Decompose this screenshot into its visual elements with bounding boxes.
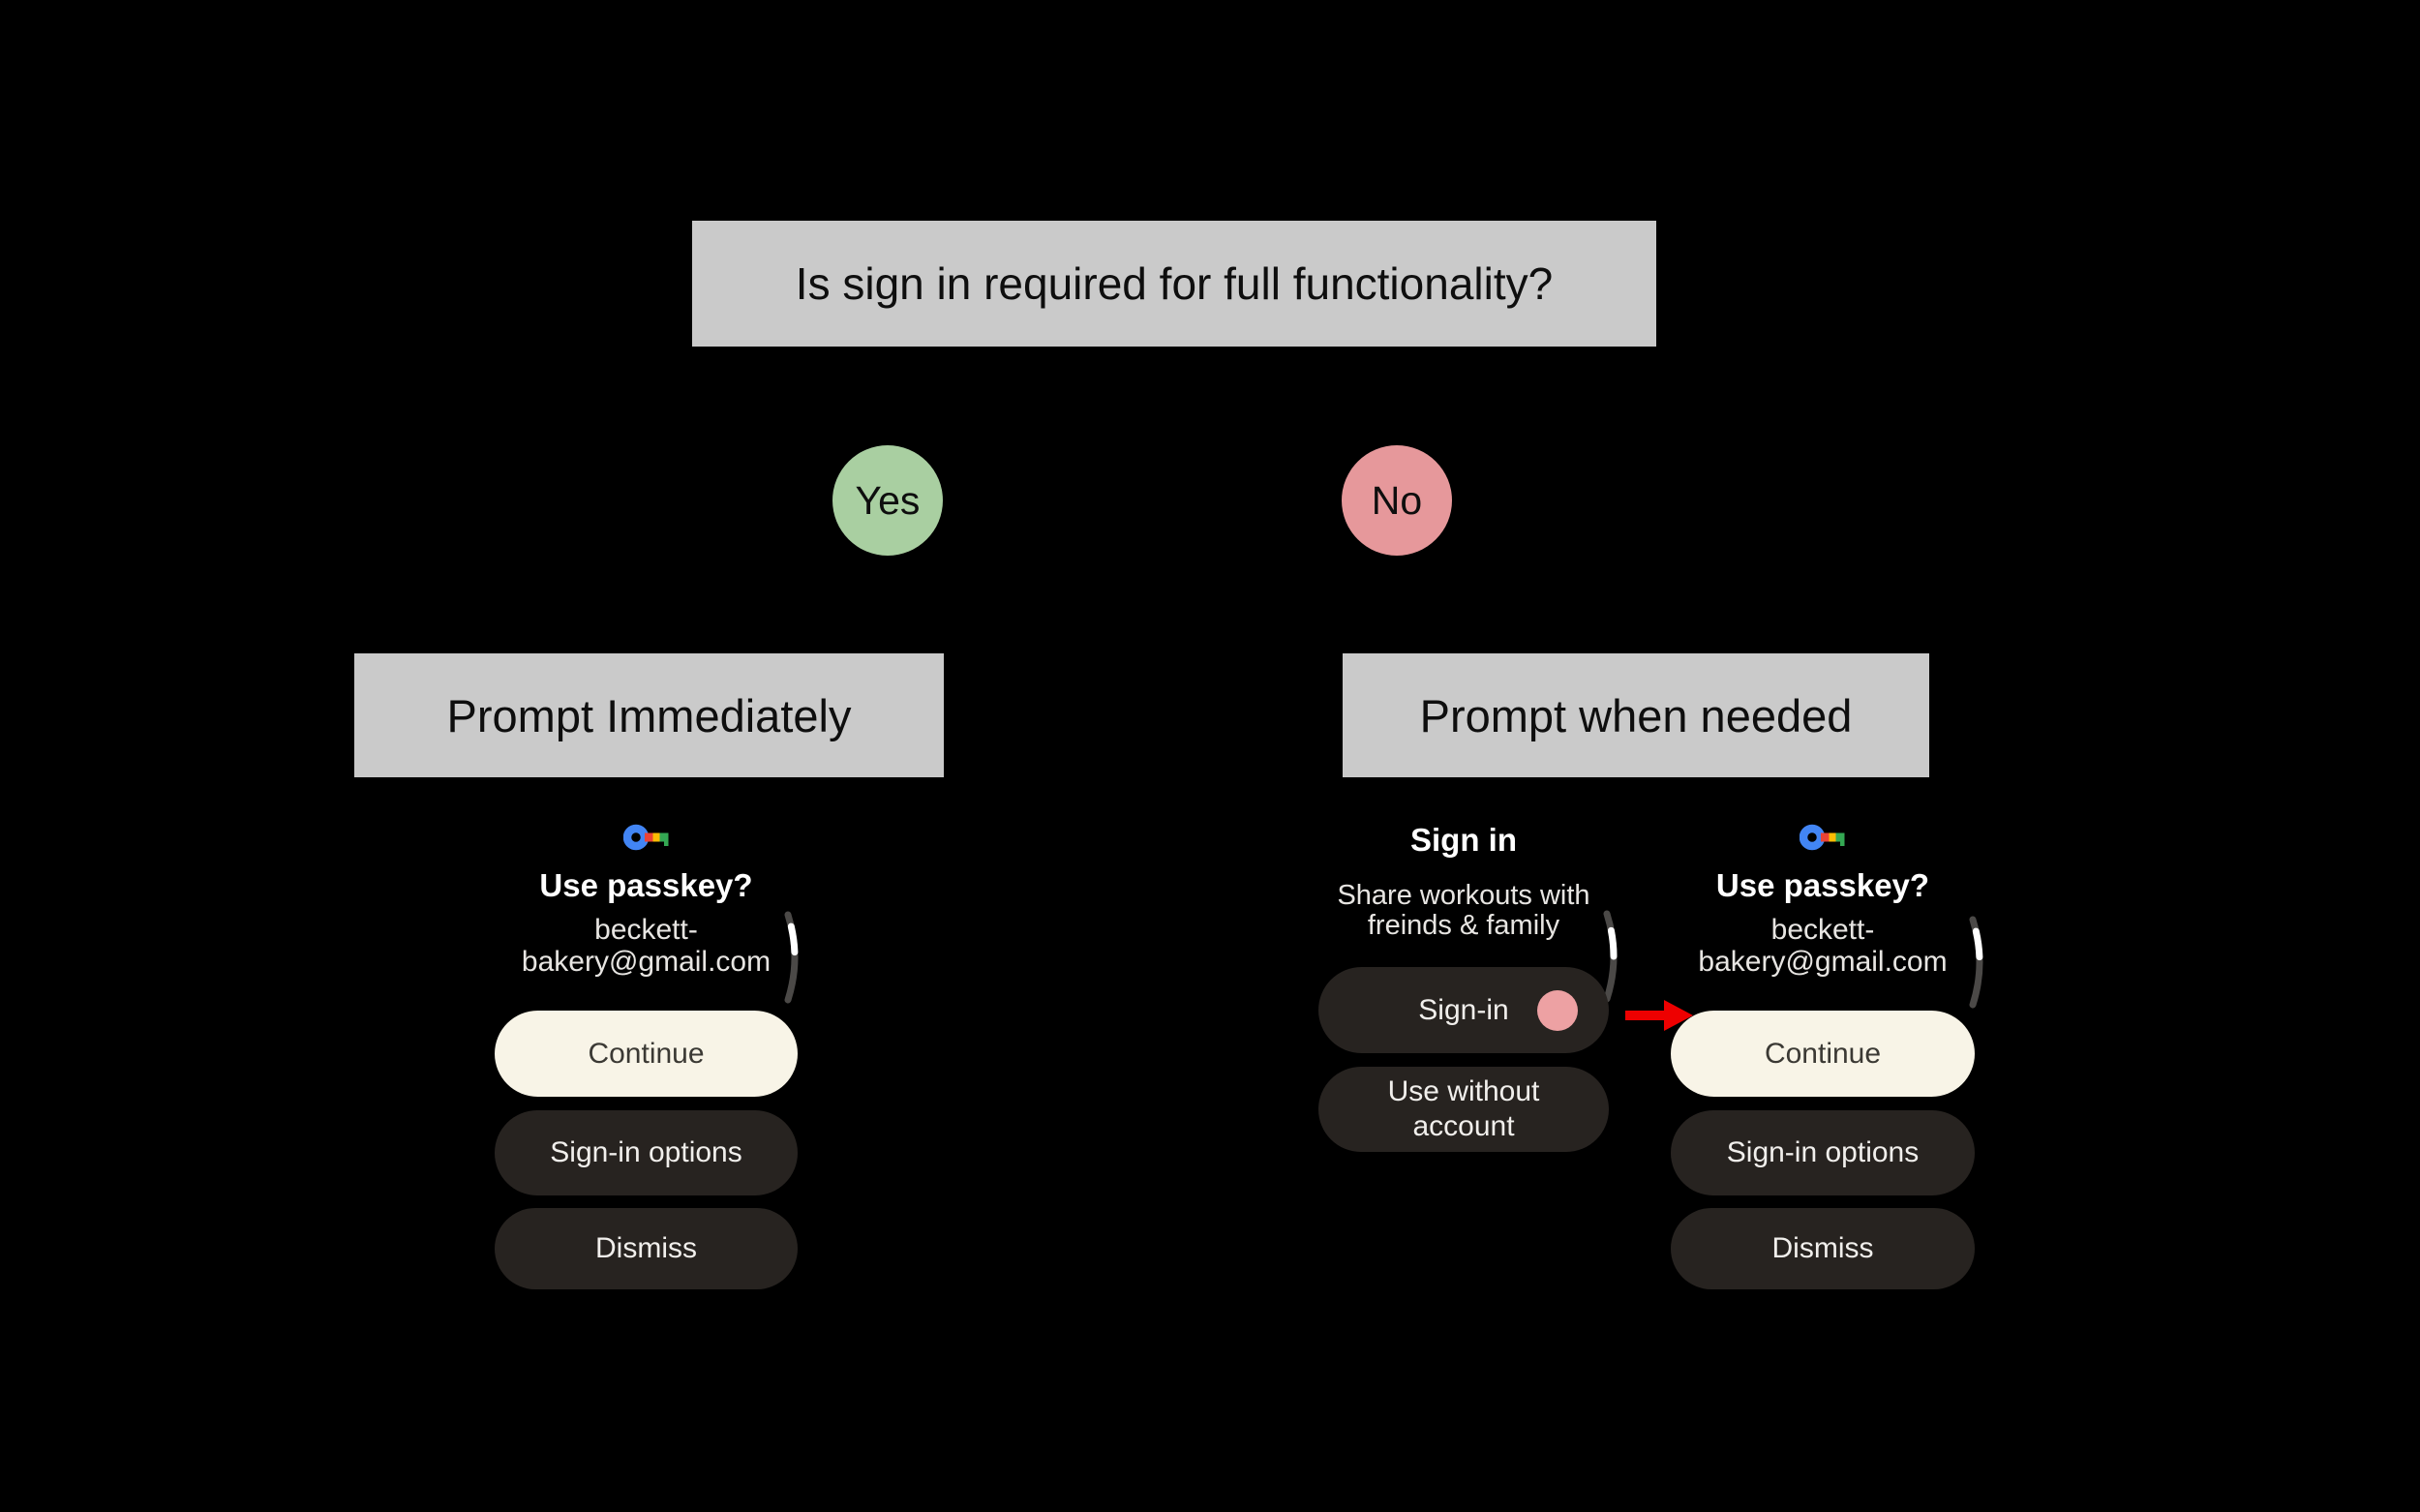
dismiss-button[interactable]: Dismiss bbox=[1671, 1208, 1975, 1289]
signin-options-label: Sign-in options bbox=[550, 1136, 742, 1168]
signin-options-button[interactable]: Sign-in options bbox=[1671, 1110, 1975, 1195]
account-email: beckett- bakery@gmail.com bbox=[1698, 914, 1947, 978]
yes-branch-circle: Yes bbox=[832, 445, 943, 556]
use-without-line2: account bbox=[1412, 1110, 1515, 1142]
question-label: Is sign in required for full functionali… bbox=[795, 258, 1554, 309]
question-node: Is sign in required for full functionali… bbox=[692, 221, 1656, 347]
continue-button[interactable]: Continue bbox=[1671, 1011, 1975, 1097]
outcome-label: Prompt Immediately bbox=[446, 689, 852, 741]
passkey-title: Use passkey? bbox=[539, 867, 753, 903]
dismiss-button[interactable]: Dismiss bbox=[495, 1208, 798, 1289]
flow-arrow-icon bbox=[1625, 1000, 1693, 1031]
outcome-prompt-when-needed: Prompt when needed bbox=[1343, 653, 1929, 777]
account-email-line2: bakery@gmail.com bbox=[1698, 946, 1948, 978]
watch-screen-passkey-right: Use passkey? beckett- bakery@gmail.com C… bbox=[1671, 813, 1983, 1326]
passkey-title: Use passkey? bbox=[1715, 867, 1930, 903]
passkey-icon bbox=[622, 823, 670, 852]
signin-button-label: Sign-in bbox=[1418, 993, 1509, 1026]
no-branch-circle: No bbox=[1342, 445, 1452, 556]
watch-screen-signin: Sign in Share workouts with freinds & fa… bbox=[1318, 813, 1618, 1162]
signin-subtitle-line1: Share workouts with bbox=[1337, 880, 1590, 911]
signin-subtitle-line2: freinds & family bbox=[1367, 910, 1560, 941]
continue-label: Continue bbox=[1764, 1037, 1882, 1070]
continue-label: Continue bbox=[588, 1037, 705, 1070]
signin-title: Sign in bbox=[1410, 822, 1517, 858]
account-email: beckett- bakery@gmail.com bbox=[522, 914, 771, 978]
dismiss-label: Dismiss bbox=[595, 1232, 697, 1264]
watch-screen-passkey-left: Use passkey? beckett- bakery@gmail.com C… bbox=[495, 813, 799, 1326]
signin-options-button[interactable]: Sign-in options bbox=[495, 1110, 798, 1195]
signin-button[interactable]: Sign-in bbox=[1318, 967, 1609, 1053]
signin-subtitle: Share workouts with freinds & family bbox=[1337, 881, 1589, 941]
tap-indicator bbox=[1537, 989, 1578, 1031]
dismiss-label: Dismiss bbox=[1771, 1232, 1874, 1264]
scroll-indicator[interactable] bbox=[1602, 910, 1623, 1003]
outcome-label: Prompt when needed bbox=[1419, 689, 1853, 741]
outcome-prompt-immediately: Prompt Immediately bbox=[354, 653, 944, 777]
scroll-indicator[interactable] bbox=[1968, 916, 1989, 1009]
passkey-icon bbox=[1799, 823, 1846, 852]
scroll-indicator[interactable] bbox=[783, 911, 804, 1004]
continue-button[interactable]: Continue bbox=[495, 1011, 798, 1097]
use-without-line1: Use without bbox=[1387, 1075, 1540, 1107]
signin-options-label: Sign-in options bbox=[1726, 1136, 1920, 1168]
account-email-line1: beckett- bbox=[594, 914, 698, 946]
account-email-line1: beckett- bbox=[1770, 914, 1875, 946]
no-label: No bbox=[1371, 477, 1423, 523]
use-without-account-button[interactable]: Use without account bbox=[1318, 1067, 1609, 1152]
yes-label: Yes bbox=[855, 477, 921, 523]
account-email-line2: bakery@gmail.com bbox=[521, 946, 771, 978]
use-without-account-label: Use without account bbox=[1388, 1074, 1540, 1144]
